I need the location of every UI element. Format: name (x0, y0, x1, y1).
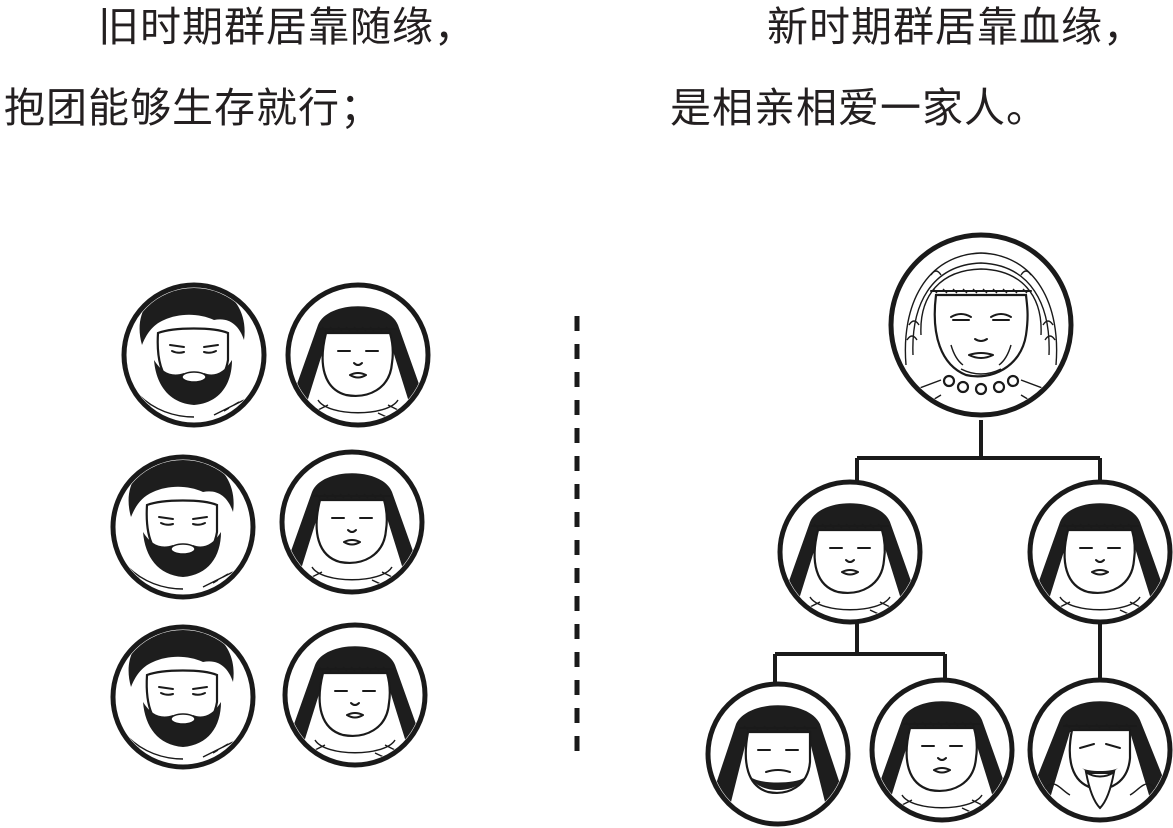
bearded-man-portrait-icon (113, 455, 253, 597)
headband-woman-portrait-icon (870, 680, 1014, 822)
left-group (113, 283, 430, 767)
headband-woman-portrait-icon (283, 625, 427, 767)
grandmother-portrait-icon (891, 235, 1071, 415)
tree-connector-left (775, 622, 945, 690)
young-man-portrait-icon (706, 684, 850, 824)
headband-woman-portrait-icon (778, 482, 922, 624)
headband-woman-portrait-icon (1028, 482, 1172, 624)
headband-woman-portrait-icon (286, 285, 430, 427)
bearded-man-portrait-icon (124, 283, 264, 425)
headband-woman-portrait-icon (280, 452, 424, 594)
tree-connector-top (857, 420, 1100, 484)
family-tree (706, 235, 1172, 824)
old-man-portrait-icon (1028, 680, 1172, 820)
bearded-man-portrait-icon (113, 625, 253, 767)
